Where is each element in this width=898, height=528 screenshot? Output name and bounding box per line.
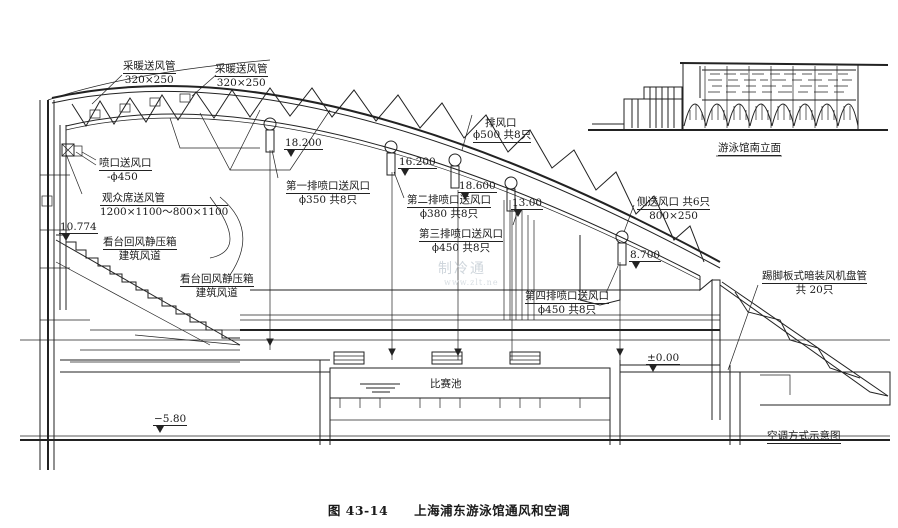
callout-exhaust: 排风口 ϕ500 共8只 xyxy=(473,117,532,143)
elevation-8700: 8.700 xyxy=(629,249,662,269)
spectator-stands xyxy=(55,234,241,363)
figure-number: 图 43-14 xyxy=(327,503,389,518)
callout-stand-return-2-name: 看台回风静压箱 xyxy=(180,273,254,287)
callout-stand-return-2: 看台回风静压箱 建筑风道 xyxy=(180,273,254,299)
callout-exhaust-spec: ϕ500 共8只 xyxy=(473,129,532,143)
callout-heating-duct-1: 采暖送风管 320×250 xyxy=(123,60,176,86)
callout-stand-return-2-spec: 建筑风道 xyxy=(195,287,238,299)
callout-heating-duct-2-name: 采暖送风管 xyxy=(215,63,268,77)
elevation-minus-5-80: −5.80 xyxy=(153,413,188,433)
elevation-10774: 10.774 xyxy=(59,221,98,241)
callout-stand-return-1-name: 看台回风静压箱 xyxy=(103,236,177,250)
callout-audience-duct: 观众席送风管 1200×1100～800×1100 xyxy=(100,192,229,218)
roof-truss xyxy=(39,59,721,470)
callout-nozzle-outlet-spec: -ϕ450 xyxy=(107,171,138,183)
pool-basement xyxy=(20,339,891,445)
callout-stand-return-1: 看台回风静压箱 建筑风道 xyxy=(103,236,177,262)
callout-side-outlet: 侧送风口 共6只 800×250 xyxy=(637,196,711,222)
section-view-title: 空调方式示意图 xyxy=(767,430,841,444)
callout-nozzle-row-1-name: 第一排喷口送风口 xyxy=(286,180,370,194)
callout-fan-coil-spec: 共 20只 xyxy=(795,284,834,296)
callout-nozzle-row-3: 第三排喷口送风口 ϕ450 共8只 xyxy=(419,228,503,254)
callout-nozzle-outlet-name: 喷口送风口 xyxy=(99,157,152,171)
callout-nozzle-row-2: 第二排喷口送风口 ϕ380 共8只 xyxy=(407,194,491,220)
callout-side-outlet-name: 侧送风口 共6只 xyxy=(637,196,711,210)
elevation-0: ±0.00 xyxy=(646,352,681,372)
cantilever-truss xyxy=(719,281,889,397)
callout-exhaust-name: 排风口 xyxy=(485,117,517,129)
callout-heating-duct-2: 采暖送风管 320×250 xyxy=(215,63,268,89)
callout-stand-return-1-spec: 建筑风道 xyxy=(118,250,161,262)
elevation-16200: 16.200 xyxy=(398,156,437,176)
callout-nozzle-row-4: 第四排喷口送风口 ϕ450 共8只 xyxy=(525,290,609,316)
callout-nozzle-row-2-spec: ϕ380 共8只 xyxy=(419,208,479,220)
elevation-18200: 18.200 xyxy=(284,137,323,157)
watermark-text: 制冷通 xyxy=(438,261,486,277)
callout-nozzle-row-3-spec: ϕ450 共8只 xyxy=(431,242,491,254)
callout-nozzle-row-4-spec: ϕ450 共8只 xyxy=(537,304,597,316)
elevation-18600: 18.600 xyxy=(458,180,497,200)
callout-heating-duct-1-spec: 320×250 xyxy=(124,74,174,86)
callout-audience-duct-spec: 1200×1100～800×1100 xyxy=(100,206,229,218)
figure-title: 上海浦东游泳馆通风和空调 xyxy=(414,503,571,518)
pool-label: 比赛池 xyxy=(430,378,462,390)
callout-nozzle-outlet: 喷口送风口 -ϕ450 xyxy=(99,157,152,183)
callout-nozzle-row-2-name: 第二排喷口送风口 xyxy=(407,194,491,208)
callout-nozzle-row-1: 第一排喷口送风口 ϕ350 共8只 xyxy=(286,180,370,206)
callout-nozzle-row-3-name: 第三排喷口送风口 xyxy=(419,228,503,242)
callout-fan-coil-name: 踢脚板式暗装风机盘管 xyxy=(762,270,867,284)
callout-heating-duct-2-spec: 320×250 xyxy=(216,77,266,89)
interior-structure xyxy=(240,150,721,420)
figure-caption: 图 43-14 上海浦东游泳馆通风和空调 xyxy=(0,500,898,519)
callout-side-outlet-spec: 800×250 xyxy=(649,210,698,222)
callout-nozzle-row-1-spec: ϕ350 共8只 xyxy=(298,194,358,206)
callout-fan-coil: 踢脚板式暗装风机盘管 共 20只 xyxy=(762,270,867,296)
south-elevation-title: 游泳馆南立面 xyxy=(718,142,781,156)
watermark-url: www.zlt.ne xyxy=(444,278,499,287)
callout-heating-duct-1-name: 采暖送风管 xyxy=(123,60,176,74)
elevation-13000: 13.00 xyxy=(511,197,544,217)
callout-nozzle-row-4-name: 第四排喷口送风口 xyxy=(525,290,609,304)
nozzle-devices xyxy=(263,117,629,266)
south-elevation-drawing xyxy=(588,62,889,157)
leader-lines xyxy=(65,74,759,371)
callout-audience-duct-name: 观众席送风管 xyxy=(100,192,229,206)
